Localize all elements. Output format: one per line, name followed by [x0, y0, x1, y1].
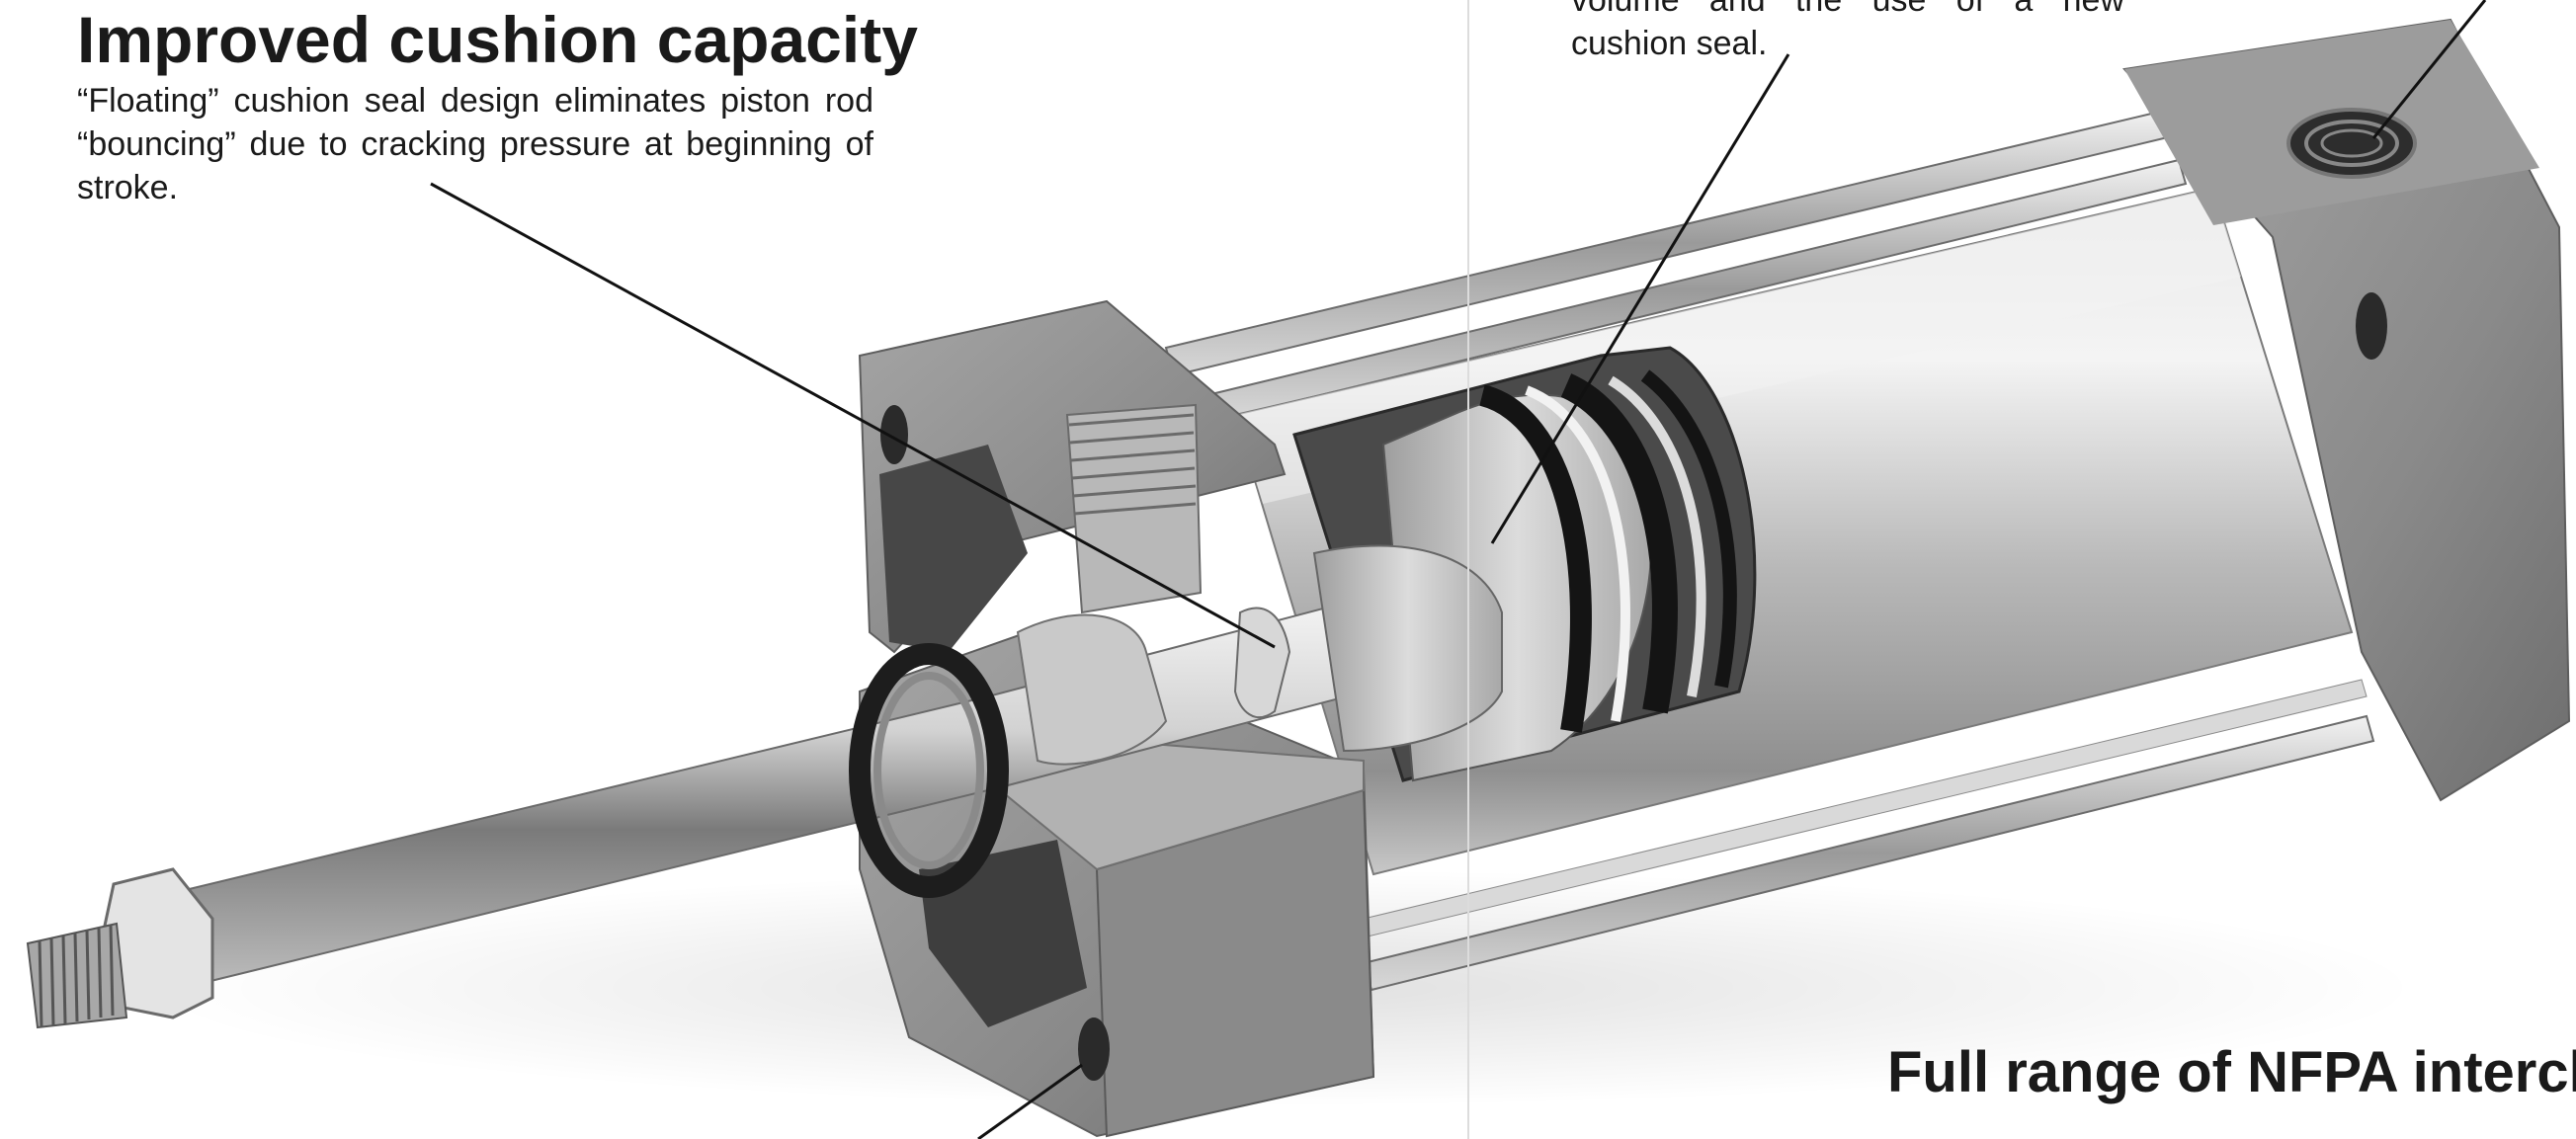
- cushion-capacity-description: “Floating” cushion seal design eliminate…: [77, 82, 873, 206]
- nfpa-mounting-heading: Full range of NFPA interchangeable mount…: [1887, 1040, 2576, 1104]
- rear-end-cap: [2122, 18, 2571, 802]
- leader-line-cushion: [430, 182, 1276, 649]
- leader-line-rear-port: [2371, 0, 2487, 139]
- piston-rod: [26, 544, 1503, 1029]
- cushion-seal-description: volume and the use of a new cushion seal…: [1571, 0, 2124, 62]
- leader-line-mount: [977, 1063, 1083, 1139]
- leader-lines: [430, 0, 2487, 1139]
- cushion-capacity-heading: Improved cushion capacity: [77, 3, 918, 76]
- leader-line-volume: [1490, 53, 1790, 544]
